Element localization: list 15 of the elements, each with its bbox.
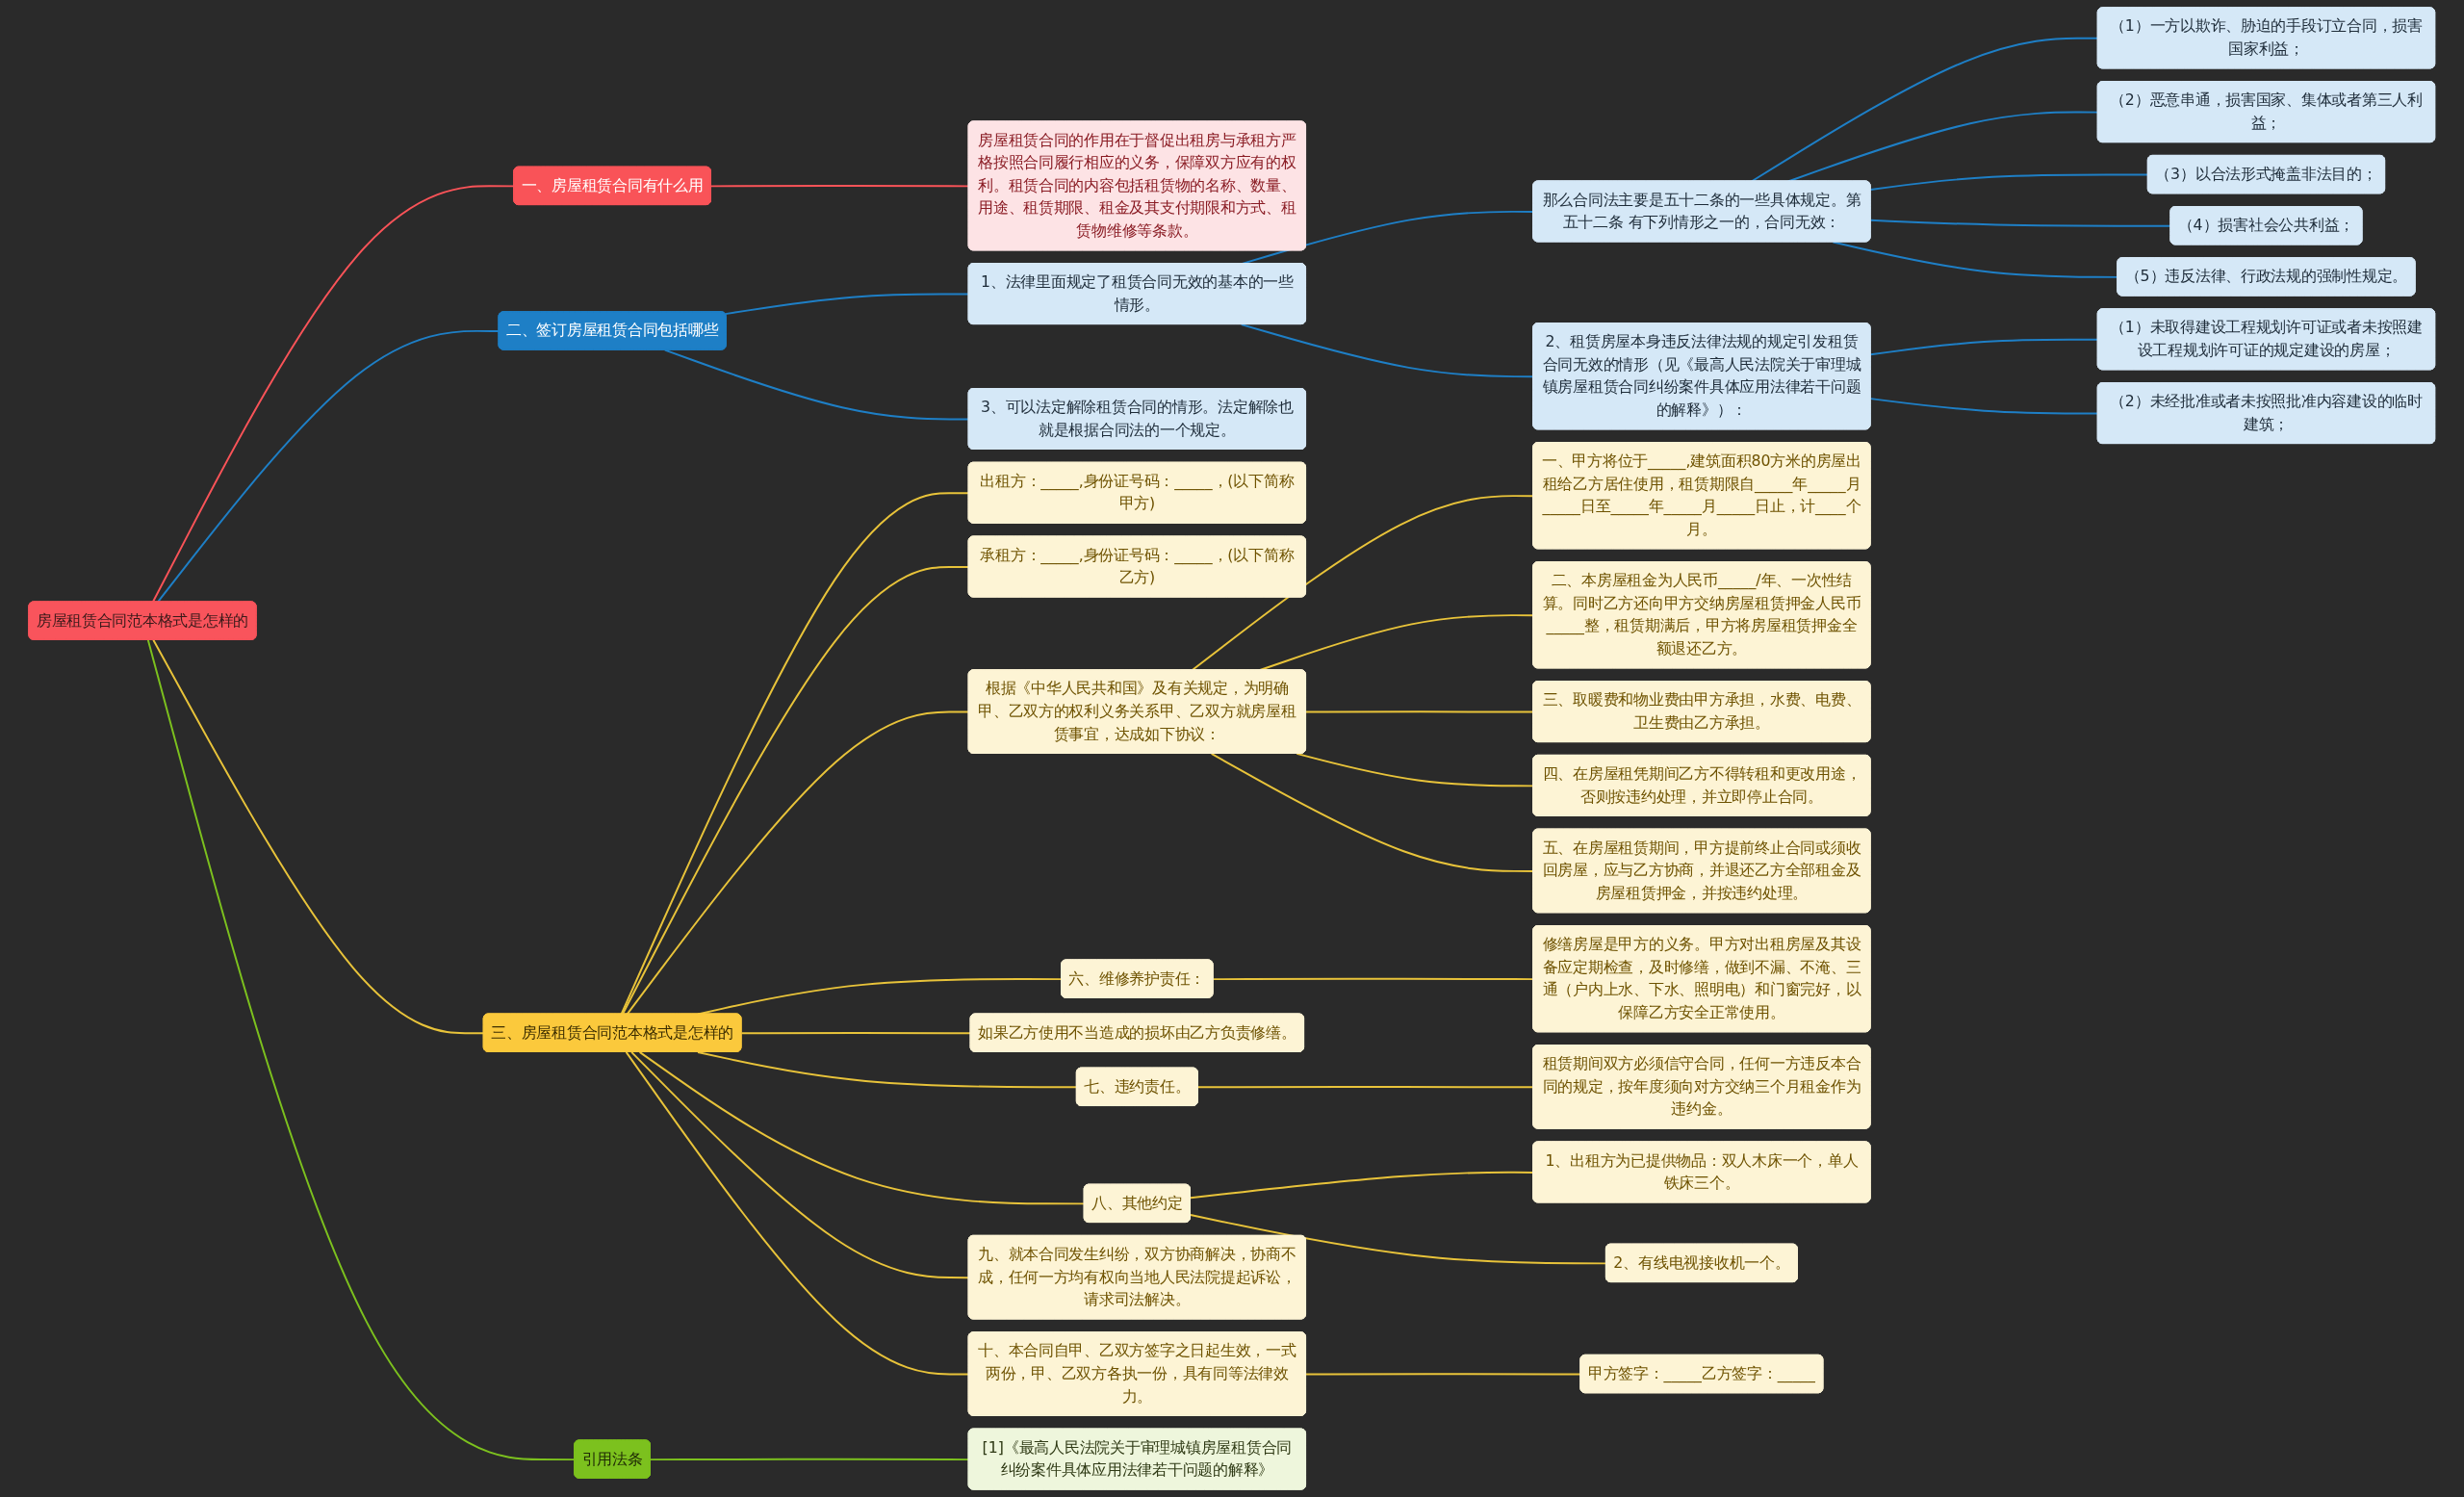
connector (625, 1050, 970, 1376)
connector (664, 348, 970, 421)
connector (1869, 338, 2099, 356)
connector (152, 638, 485, 1035)
connector (638, 1050, 1086, 1205)
connector (630, 1050, 970, 1279)
connector (1305, 1373, 1582, 1376)
connector (650, 1458, 970, 1461)
connector (626, 710, 970, 1016)
connector (740, 1031, 972, 1035)
connector (1869, 398, 2099, 415)
connector (710, 185, 970, 188)
connector (1869, 219, 2172, 227)
connector (724, 293, 970, 316)
connector (1832, 241, 2119, 278)
